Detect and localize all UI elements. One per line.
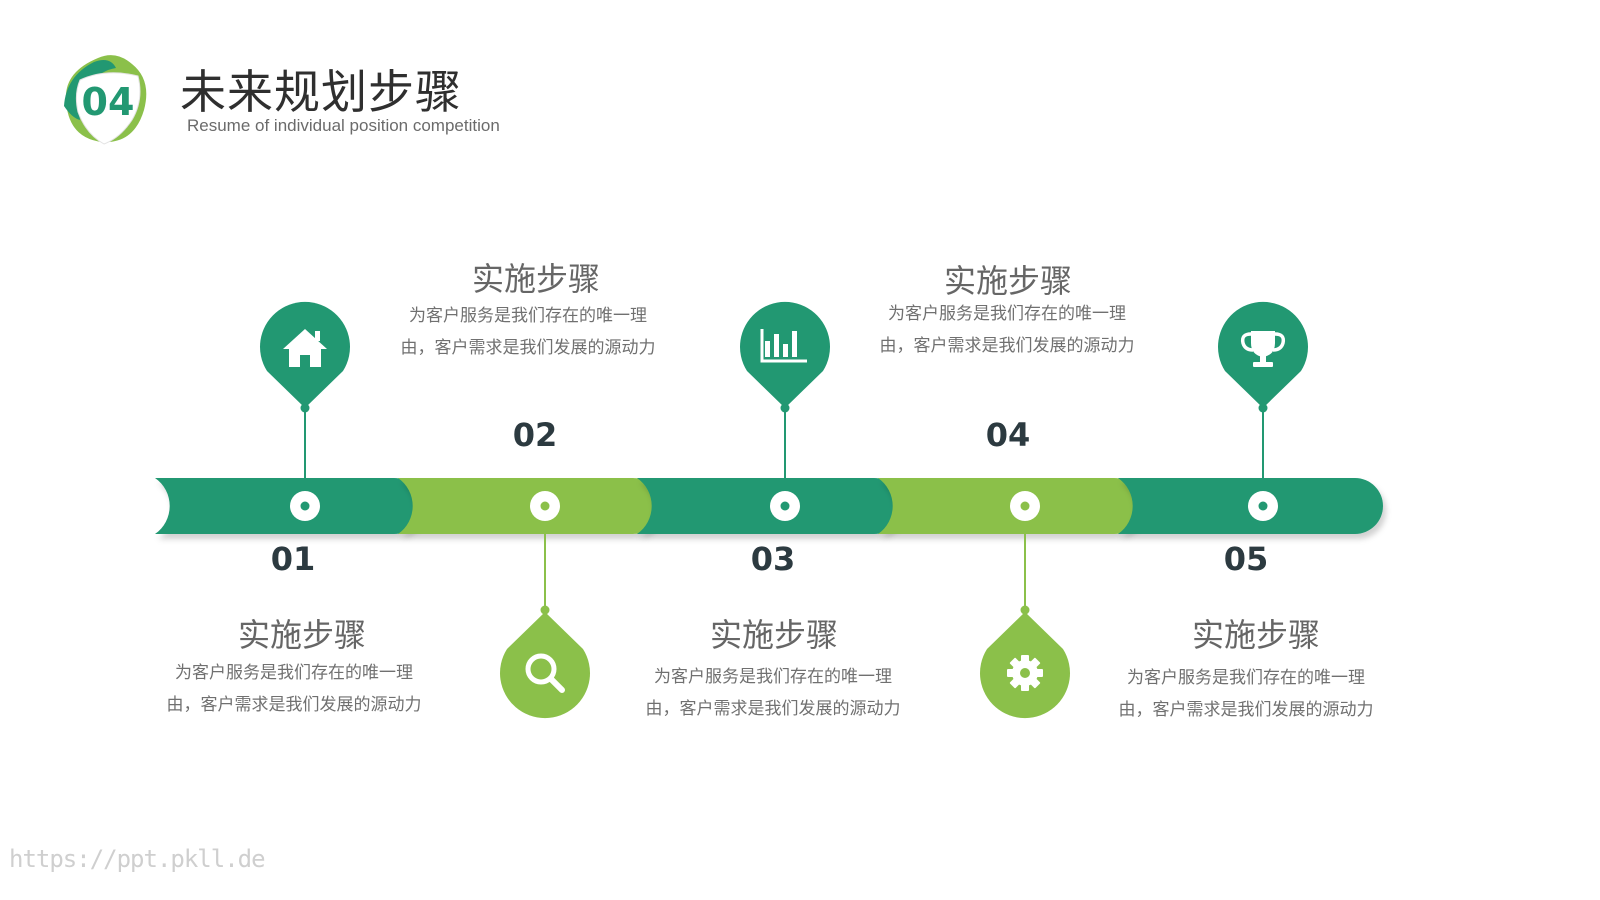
step-title-2: 实施步骤 bbox=[471, 260, 600, 298]
page-subtitle: Resume of individual position competitio… bbox=[187, 116, 500, 135]
timeline-segment-2 bbox=[398, 478, 661, 534]
step-description-5: 为客户服务是我们存在的唯一理由，客户需求是我们发展的源动力 bbox=[1118, 668, 1374, 720]
step-description-3: 为客户服务是我们存在的唯一理由，客户需求是我们发展的源动力 bbox=[645, 667, 901, 719]
step-description-1: 为客户服务是我们存在的唯一理由，客户需求是我们发展的源动力 bbox=[166, 663, 422, 715]
step-number-2: 02 bbox=[512, 416, 558, 454]
step-description-4: 为客户服务是我们存在的唯一理由，客户需求是我们发展的源动力 bbox=[879, 304, 1135, 356]
step-title-1: 实施步骤 bbox=[237, 616, 366, 654]
timeline-node-center-4 bbox=[1020, 501, 1030, 511]
timeline-node-center-3 bbox=[780, 501, 790, 511]
timeline-node-center-5 bbox=[1258, 501, 1268, 511]
badge-number: 04 bbox=[81, 80, 135, 124]
step-title-5: 实施步骤 bbox=[1191, 616, 1320, 654]
page-title: 未来规划步骤 bbox=[180, 65, 462, 119]
step-number-3: 03 bbox=[750, 540, 796, 578]
step-number-1: 01 bbox=[270, 540, 316, 578]
step-pin-2 bbox=[499, 612, 590, 719]
gear-icon bbox=[1007, 655, 1043, 691]
section-badge: 04 bbox=[58, 50, 158, 150]
timeline-segment-1 bbox=[155, 478, 422, 534]
step-description-2: 为客户服务是我们存在的唯一理由，客户需求是我们发展的源动力 bbox=[400, 306, 656, 358]
step-number-4: 04 bbox=[985, 416, 1031, 454]
timeline-segment-3 bbox=[637, 478, 902, 534]
watermark: https://ppt.pkll.de bbox=[9, 845, 266, 873]
step-title-4: 实施步骤 bbox=[943, 262, 1072, 300]
timeline-node-center-2 bbox=[540, 501, 550, 511]
step-title-3: 实施步骤 bbox=[709, 616, 838, 654]
connector-dot-2 bbox=[540, 605, 550, 615]
connector-dot-4 bbox=[1020, 605, 1030, 615]
timeline-node-center-1 bbox=[300, 501, 310, 511]
badge-shield-icon bbox=[64, 55, 147, 145]
step-number-5: 05 bbox=[1223, 540, 1269, 578]
